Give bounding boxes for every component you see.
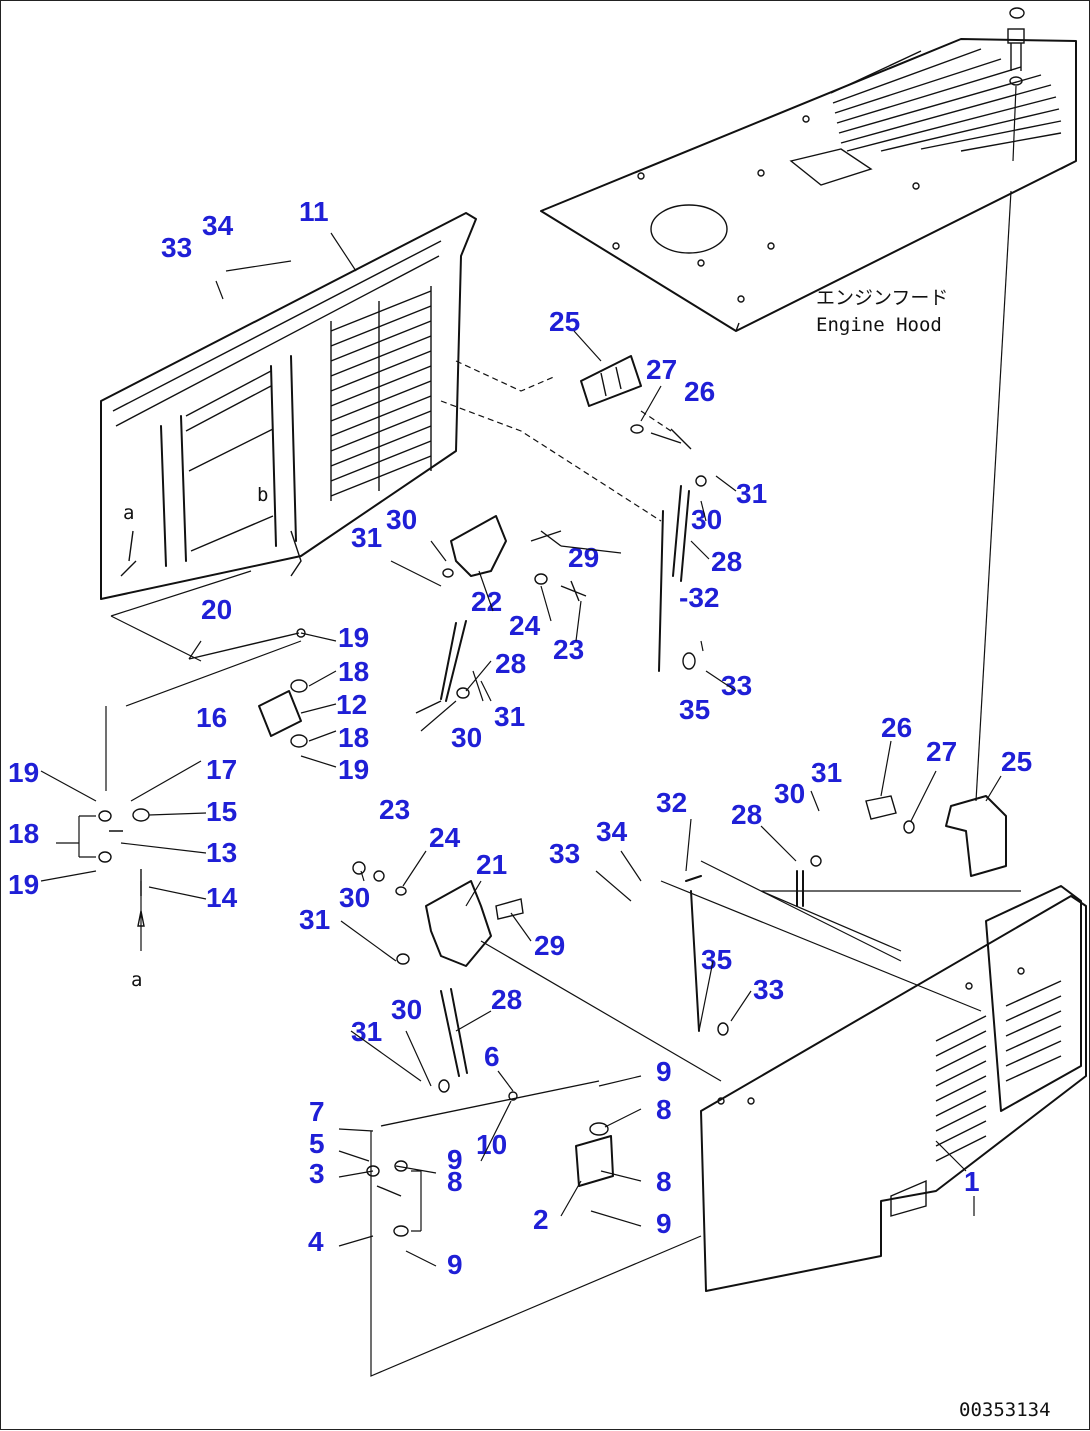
gas-spring-left-upper xyxy=(415,620,470,714)
callout-35b: 35 xyxy=(701,944,732,975)
callout-21: 21 xyxy=(476,849,507,880)
callout-26b: 26 xyxy=(881,712,912,743)
callout-12: 12 xyxy=(336,689,367,720)
callout-6: 6 xyxy=(484,1041,500,1072)
engine-hood xyxy=(540,38,1077,332)
callout-35a: 35 xyxy=(679,694,710,725)
callout-30a: 30 xyxy=(386,504,417,535)
callout-19b: 19 xyxy=(338,754,369,785)
callout-23a: 23 xyxy=(553,634,584,665)
engine-hood-en-label: Engine Hood xyxy=(816,314,942,336)
callout-15: 15 xyxy=(206,796,237,827)
callout-18c: 18 xyxy=(8,818,39,849)
hinge-lower-right-25 xyxy=(865,795,1007,877)
callout-19a: 19 xyxy=(338,622,369,653)
callout-8b: 8 xyxy=(656,1094,672,1125)
callout-33b: 33 xyxy=(721,670,752,701)
left-door-louver xyxy=(330,286,432,501)
callout-7: 7 xyxy=(309,1096,325,1127)
hinge-upper-22 xyxy=(442,515,587,602)
callout-9c: 9 xyxy=(656,1056,672,1087)
ref-a-top: a xyxy=(123,502,134,524)
callout-19d: 19 xyxy=(8,869,39,900)
callout-31c: 31 xyxy=(494,701,525,732)
side-panel-louver xyxy=(935,980,1062,1162)
ref-a-bottom: a xyxy=(131,969,142,991)
engine-hood-jp-label: エンジンフード xyxy=(816,287,948,309)
callout-33d: 33 xyxy=(753,974,784,1005)
callout-31b: 31 xyxy=(736,478,767,509)
callout-18a: 18 xyxy=(338,656,369,687)
callout-17: 17 xyxy=(206,754,237,785)
callout-32b: -32 xyxy=(679,582,719,613)
callout-20: 20 xyxy=(201,594,232,625)
callout-28d: 28 xyxy=(491,984,522,1015)
hood-bolt xyxy=(1007,7,1025,162)
callout-24a: 24 xyxy=(509,610,541,641)
callout-30d: 30 xyxy=(774,778,805,809)
gas-spring-right-lower xyxy=(685,855,822,1036)
hinge-lower-21 xyxy=(352,861,524,967)
callout-34a: 34 xyxy=(202,210,234,241)
callout-leaders xyxy=(40,232,1002,1267)
callout-30c: 30 xyxy=(451,722,482,753)
gas-spring-right-upper xyxy=(658,475,707,672)
callout-9d: 9 xyxy=(656,1208,672,1239)
callout-4: 4 xyxy=(308,1226,324,1257)
callout-29b: 29 xyxy=(534,930,565,961)
callout-31d: 31 xyxy=(811,757,842,788)
ref-b: b xyxy=(257,484,268,506)
callout-25b: 25 xyxy=(1001,746,1032,777)
callout-32a: 32 xyxy=(656,787,687,818)
callout-1: 1 xyxy=(964,1166,980,1197)
callout-29a: 29 xyxy=(568,542,599,573)
callout-24b: 24 xyxy=(429,822,461,853)
callout-8a: 8 xyxy=(447,1166,463,1197)
callout-31e: 31 xyxy=(299,904,330,935)
hood-vent-slats xyxy=(830,48,1062,152)
callout-33a: 33 xyxy=(161,232,192,263)
callout-31a: 31 xyxy=(351,522,382,553)
drawing-code: 00353134 xyxy=(959,1399,1051,1421)
callout-9b: 9 xyxy=(447,1249,463,1280)
callout-11: 11 xyxy=(299,196,329,227)
callout-33c: 33 xyxy=(549,838,580,869)
callout-30e: 30 xyxy=(339,882,370,913)
callout-28b: 28 xyxy=(495,648,526,679)
callout-2: 2 xyxy=(533,1204,549,1235)
callout-28c: 28 xyxy=(731,799,762,830)
callout-34b: 34 xyxy=(596,816,628,847)
callout-28a: 28 xyxy=(711,546,742,577)
callout-14: 14 xyxy=(206,882,238,913)
callout-3: 3 xyxy=(309,1158,325,1189)
callout-22: 22 xyxy=(471,586,502,617)
callout-18b: 18 xyxy=(338,722,369,753)
hinge-upper-right-25 xyxy=(580,355,692,450)
latch-upper-12 xyxy=(188,628,308,748)
callout-30f: 30 xyxy=(391,994,422,1025)
side-panel xyxy=(700,885,1087,1292)
callout-8c: 8 xyxy=(656,1166,672,1197)
callout-23b: 23 xyxy=(379,794,410,825)
callout-5: 5 xyxy=(309,1128,325,1159)
gas-spring-left-lower xyxy=(438,988,468,1093)
callout-labels: 1 2 3 4 5 6 7 8 8 8 9 9 9 9 10 11 12 13 … xyxy=(8,196,1032,1280)
callout-19c: 19 xyxy=(8,757,39,788)
latch-lower-2 xyxy=(366,1080,614,1237)
callout-10: 10 xyxy=(476,1129,507,1160)
callout-27a: 27 xyxy=(646,354,677,385)
left-door-panel xyxy=(100,212,477,600)
callout-16: 16 xyxy=(196,702,227,733)
callout-26a: 26 xyxy=(684,376,715,407)
callout-30b: 30 xyxy=(691,504,722,535)
callout-9a: 9 xyxy=(447,1144,463,1175)
callout-27b: 27 xyxy=(926,736,957,767)
callout-13: 13 xyxy=(206,837,237,868)
